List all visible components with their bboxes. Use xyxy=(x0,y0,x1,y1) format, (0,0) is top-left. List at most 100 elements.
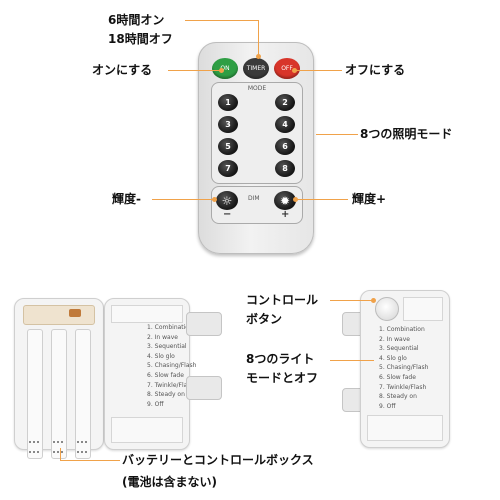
circuit-board xyxy=(23,305,95,325)
effect-item: 4. Slo glo xyxy=(379,354,407,362)
mode-title: MODE xyxy=(247,85,267,92)
effect-item: 5. Chasing/Flash xyxy=(379,364,429,372)
mode-button-2-label: 2 xyxy=(282,98,288,107)
effect-item: 3. Sequential xyxy=(147,343,187,351)
control-button-annotation-line1: コントロール xyxy=(246,293,319,307)
sun-large-icon: ✹ xyxy=(279,193,291,208)
effect-item: 6. Slow fade xyxy=(147,371,184,379)
mode-button-4[interactable]: 4 xyxy=(275,116,295,133)
mode-button-2[interactable]: 2 xyxy=(275,94,295,111)
mode-button-7-label: 7 xyxy=(225,164,231,173)
timer-leader-horizontal xyxy=(185,20,258,21)
modes-annotation: 8つの照明モード xyxy=(360,127,453,141)
on-leader xyxy=(168,70,220,71)
timer-button[interactable]: TIMER xyxy=(243,58,269,79)
timer-annotation-line2: 18時間オフ xyxy=(108,32,173,46)
effect-item: 9. Off xyxy=(147,400,164,408)
on-button[interactable]: ON xyxy=(212,58,238,79)
on-button-label: ON xyxy=(220,65,230,72)
box-leader-horizontal xyxy=(60,460,120,461)
switch-component xyxy=(69,309,81,317)
mode-button-3[interactable]: 3 xyxy=(218,116,238,133)
mode-panel: MODE 1 2 3 4 5 6 7 8 xyxy=(211,82,303,184)
battery-slot-3 xyxy=(75,329,91,459)
box-annotation-line2: (電池は含まない) xyxy=(122,475,217,489)
off-annotation: オフにする xyxy=(345,63,406,77)
mode-button-7[interactable]: 7 xyxy=(218,160,238,177)
dim-minus-sign: − xyxy=(223,209,232,220)
control-box-closed: 1. Combination 2. In wave 3. Sequential … xyxy=(360,290,450,448)
effect-item: 8. Steady on xyxy=(147,391,185,399)
timer-button-label: TIMER xyxy=(246,65,266,72)
effects-list: 1. Combination 2. In wave 3. Sequential … xyxy=(379,325,428,411)
effect-item: 1. Combination xyxy=(379,326,425,333)
bright-up-annotation: 輝度+ xyxy=(352,192,387,206)
effect-item: 2. In wave xyxy=(379,335,410,343)
effects-list-mirrored: 1. Combination 2. In wave 3. Sequential … xyxy=(147,323,196,409)
battery-slot-2 xyxy=(51,329,67,459)
battery-spring-1 xyxy=(29,441,39,453)
off-leader-dot xyxy=(292,68,297,73)
belt-clip-left-bottom xyxy=(186,376,222,400)
box-cell xyxy=(403,297,443,321)
sun-small-icon: ☼ xyxy=(221,193,233,208)
bright-down-leader xyxy=(152,199,214,200)
dim-plus-sign: + xyxy=(281,209,290,220)
dim-panel: ☼ DIM ✹ − + xyxy=(211,186,303,224)
light-modes-annotation-line1: 8つのライト xyxy=(246,352,315,366)
effect-item: 1. Combination xyxy=(147,324,193,331)
mode-button-6[interactable]: 6 xyxy=(275,138,295,155)
mode-button-6-label: 6 xyxy=(282,142,288,151)
on-annotation: オンにする xyxy=(92,63,153,77)
battery-spring-2 xyxy=(53,441,63,453)
light-modes-leader xyxy=(330,360,374,361)
effect-item: 6. Slow fade xyxy=(379,373,416,381)
off-button-label: OFF xyxy=(281,65,293,72)
mode-button-1[interactable]: 1 xyxy=(218,94,238,111)
mode-button-3-label: 3 xyxy=(225,120,231,129)
dim-label: DIM xyxy=(248,195,260,202)
effect-item: 7. Twinkle/Flash xyxy=(147,381,195,389)
battery-box-lid-left: 1. Combination 2. In wave 3. Sequential … xyxy=(104,298,196,450)
effect-item: 8. Steady on xyxy=(379,393,417,401)
timer-leader-vertical xyxy=(258,20,259,56)
light-modes-annotation-line2: モードとオフ xyxy=(246,371,319,385)
effect-item: 2. In wave xyxy=(147,333,178,341)
bright-up-leader-dot xyxy=(293,197,298,202)
timer-leader-dot xyxy=(256,54,261,59)
box-cell xyxy=(367,415,443,441)
lid-cell xyxy=(111,305,183,323)
off-button[interactable]: OFF xyxy=(274,58,300,79)
battery-slot-1 xyxy=(27,329,43,459)
control-button-leader-dot xyxy=(371,298,376,303)
bright-down-annotation: 輝度- xyxy=(112,192,141,206)
belt-clip-left-top xyxy=(186,312,222,336)
mode-button-5-label: 5 xyxy=(225,142,231,151)
bright-up-leader xyxy=(296,199,348,200)
remote-control: ON TIMER OFF MODE 1 2 3 4 5 6 7 8 ☼ DIM … xyxy=(198,42,314,254)
off-leader xyxy=(295,70,342,71)
dim-up-button[interactable]: ✹ xyxy=(274,191,296,210)
dim-down-button[interactable]: ☼ xyxy=(216,191,238,210)
box-annotation-line1: バッテリーとコントロールボックス xyxy=(122,453,314,467)
control-button[interactable] xyxy=(375,297,399,321)
modes-leader xyxy=(316,134,358,135)
bright-down-leader-dot xyxy=(212,197,217,202)
control-button-leader xyxy=(330,300,372,301)
control-button-annotation-line2: ボタン xyxy=(246,312,283,326)
lid-cell xyxy=(111,417,183,443)
box-leader-vertical xyxy=(60,448,61,460)
effect-item: 5. Chasing/Flash xyxy=(147,362,197,370)
battery-box-open-left xyxy=(14,298,104,459)
on-leader-dot xyxy=(219,68,224,73)
mode-button-8-label: 8 xyxy=(282,164,288,173)
mode-button-8[interactable]: 8 xyxy=(275,160,295,177)
mode-button-1-label: 1 xyxy=(225,98,231,107)
mode-button-4-label: 4 xyxy=(282,120,288,129)
effect-item: 7. Twinkle/Flash xyxy=(379,383,427,391)
effect-item: 9. Off xyxy=(379,402,396,410)
effect-item: 4. Slo glo xyxy=(147,352,175,360)
mode-button-5[interactable]: 5 xyxy=(218,138,238,155)
timer-annotation-line1: 6時間オン xyxy=(108,13,165,27)
battery-spring-3 xyxy=(77,441,87,453)
